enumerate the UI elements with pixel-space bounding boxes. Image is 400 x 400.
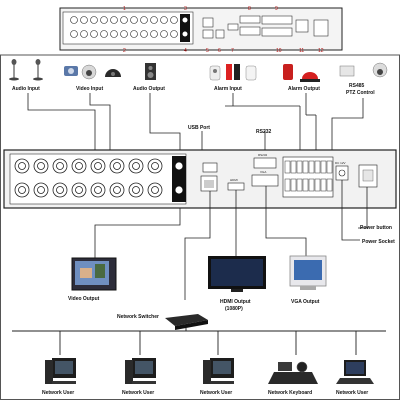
camera-icons xyxy=(64,64,121,80)
terminal-pin xyxy=(296,178,303,192)
bnc-connector-inner xyxy=(94,162,102,170)
video-output-label: Video Output xyxy=(68,296,100,302)
terminal-pin xyxy=(314,160,321,174)
bnc-connector-grid xyxy=(14,158,163,198)
audio-input-label: Audio Input xyxy=(12,86,40,92)
speaker-icon xyxy=(145,63,156,80)
bnc-connector-inner xyxy=(113,162,121,170)
alarm-terminals xyxy=(284,160,333,192)
power-button-label: Power button xyxy=(360,225,392,231)
network-switch-icon xyxy=(165,314,208,330)
callout-1: 1 xyxy=(123,6,126,12)
power-socket-label: Power Socket xyxy=(362,239,395,245)
bnc-connector-inner xyxy=(75,162,83,170)
alarm-output-icons xyxy=(283,64,320,82)
terminal-pin xyxy=(308,160,315,174)
main-rear-panel: HDMI RS232 VGA DC 12V xyxy=(3,149,397,209)
network-keyboard-icon xyxy=(268,361,318,384)
rear-panel-overview: 1 2 3 4 5 6 7 8 9 10 11 12 xyxy=(59,6,343,54)
terminal-pin xyxy=(290,160,297,174)
network-user-pc-3 xyxy=(203,358,234,384)
ptz-control-label: PTZ Control xyxy=(346,90,375,96)
connection-lines-bottom xyxy=(94,180,368,300)
callout-5: 5 xyxy=(206,48,209,54)
bnc-connector-inner xyxy=(75,186,83,194)
bnc-connector-inner xyxy=(94,186,102,194)
connection-lines-top xyxy=(27,93,364,152)
ptz-icons xyxy=(339,62,388,78)
hdmi-port-label: HDMI xyxy=(230,178,238,182)
rs232-label: RS232 xyxy=(256,129,272,135)
usb-port xyxy=(202,162,218,173)
vga-output-label: VGA Output xyxy=(291,299,320,305)
bnc-connector-inner xyxy=(132,186,140,194)
terminal-pin xyxy=(308,178,315,192)
network-user-label-4: Network User xyxy=(336,390,368,396)
terminal-pin xyxy=(296,160,303,174)
bnc-connector-inner xyxy=(113,186,121,194)
video-output-monitor xyxy=(71,257,117,291)
rs232-port xyxy=(253,157,277,169)
alarm-input-label: Alarm Input xyxy=(214,86,242,92)
callout-8: 8 xyxy=(248,6,251,12)
hdmi-output-tv xyxy=(208,256,266,292)
vga-output-monitor xyxy=(289,255,327,290)
network-user-pc-1 xyxy=(45,358,76,384)
bnc-connector-inner xyxy=(151,186,159,194)
callout-9: 9 xyxy=(275,6,278,12)
callout-3: 3 xyxy=(184,6,187,12)
terminal-pin xyxy=(326,178,333,192)
audio-output-label: Audio Output xyxy=(133,86,165,92)
bnc-connector-inner xyxy=(37,186,45,194)
microphone-icons xyxy=(9,59,43,81)
callout-11: 11 xyxy=(299,48,304,54)
terminal-pin xyxy=(314,178,321,192)
network-switcher-label: Network Switcher xyxy=(117,314,159,320)
hdmi-output-label: HDMI Output xyxy=(220,299,251,305)
terminal-pin xyxy=(302,178,309,192)
terminal-pin xyxy=(290,178,297,192)
alarm-output-label: Alarm Output xyxy=(288,86,320,92)
terminal-pin xyxy=(320,178,327,192)
dc-label: DC 12V xyxy=(335,161,346,165)
hdmi-port xyxy=(227,182,245,191)
bnc-connector-inner xyxy=(18,186,26,194)
video-input-label: Video Input xyxy=(76,86,103,92)
terminal-pin xyxy=(284,160,291,174)
bnc-connector-inner xyxy=(151,162,159,170)
network-user-label-1: Network User xyxy=(42,390,74,396)
bnc-connector-inner xyxy=(18,162,26,170)
callout-2: 2 xyxy=(123,48,126,54)
alarm-sensor-icons xyxy=(209,64,257,81)
hdmi-1080p-label: (1080P) xyxy=(225,306,243,312)
network-keyboard-label: Network Keyboard xyxy=(268,390,312,396)
network-user-pc-2 xyxy=(125,358,156,384)
vga-port xyxy=(251,174,279,187)
callout-7: 7 xyxy=(231,48,234,54)
terminal-pin xyxy=(326,160,333,174)
rs232-port-label: RS232 xyxy=(258,153,268,157)
network-bus xyxy=(12,328,386,355)
network-user-label-2: Network User xyxy=(122,390,154,396)
bnc-connector-inner xyxy=(56,162,64,170)
network-user-label-3: Network User xyxy=(200,390,232,396)
usb-port-label: USB Port xyxy=(188,125,210,131)
bnc-connector-inner xyxy=(132,162,140,170)
bnc-connector-inner xyxy=(56,186,64,194)
network-user-laptop xyxy=(336,360,374,384)
bnc-connector-inner xyxy=(37,162,45,170)
terminal-pin xyxy=(320,160,327,174)
rs485-label: RS485 xyxy=(349,83,365,89)
vga-port-label: VGA xyxy=(260,170,266,174)
terminal-pin xyxy=(302,160,309,174)
terminal-pin xyxy=(284,178,291,192)
callout-6: 6 xyxy=(218,48,221,54)
callout-10: 10 xyxy=(276,48,282,54)
callout-12: 12 xyxy=(318,48,324,54)
callout-4: 4 xyxy=(184,48,187,54)
